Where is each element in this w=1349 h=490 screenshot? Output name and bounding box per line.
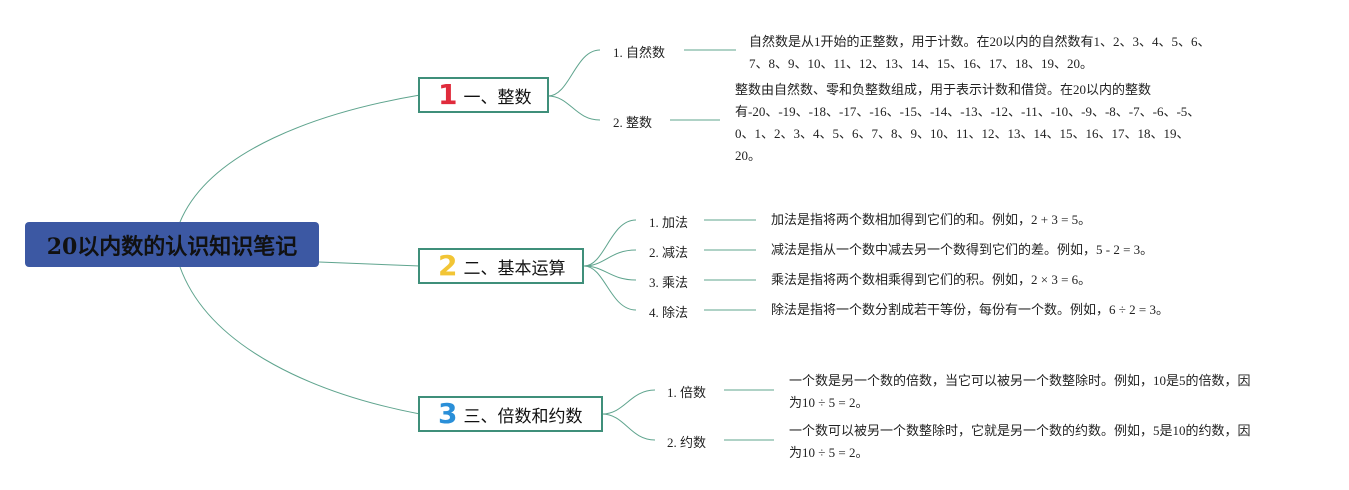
root-topic[interactable]: 20以内数的认识知识笔记 [25,222,319,267]
multiples-desc: 一个数是另一个数的倍数，当它可以被另一个数整除时。例如，10是5的倍数，因 为1… [789,373,1251,410]
divisors-desc: 一个数可以被另一个数整除时，它就是另一个数的约数。例如，5是10的约数，因 为1… [789,423,1251,460]
subtopic-multiplication[interactable]: 3. 乘法 [649,275,689,290]
subtraction-desc: 减法是指从一个数中减去另一个数得到它们的差。例如，5 - 2 = 3。 [771,242,1154,257]
subtopic-divisors[interactable]: 2. 约数 [667,435,707,450]
topic-multiples-divisors[interactable]: 3 三、倍数和约数 [418,396,603,432]
natural-numbers-desc: 自然数是从1开始的正整数，用于计数。在20以内的自然数有1、2、3、4、5、6、… [749,34,1211,71]
subtopic-natural-numbers[interactable]: 1. 自然数 [613,45,666,60]
topic-label: 二、基本运算 [463,258,566,279]
topic-integers[interactable]: 1 一、整数 [418,77,549,113]
subtopic-multiples[interactable]: 1. 倍数 [667,385,707,400]
topic-label: 一、整数 [463,87,532,108]
division-desc: 除法是指将一个数分割成若干等份，每份有一个数。例如，6 ÷ 2 = 3。 [771,302,1169,317]
subtopic-addition[interactable]: 1. 加法 [649,215,689,230]
root-title: 20以内数的认识知识笔记 [46,233,298,260]
number-three-icon: 3 [438,397,458,430]
number-two-icon: 2 [438,249,458,282]
topic-basic-operations[interactable]: 2 二、基本运算 [418,248,584,284]
multiplication-desc: 乘法是指将两个数相乘得到它们的积。例如，2 × 3 = 6。 [771,272,1092,287]
topic-label: 三、倍数和约数 [463,406,583,427]
subtopic-division[interactable]: 4. 除法 [649,305,689,320]
number-one-icon: 1 [438,78,458,111]
subtopic-integers[interactable]: 2. 整数 [613,115,653,130]
subtopic-subtraction[interactable]: 2. 减法 [649,245,689,260]
integers-desc: 整数由自然数、零和负整数组成，用于表示计数和借贷。在20以内的整数 有-20、-… [735,82,1201,163]
addition-desc: 加法是指将两个数相加得到它们的和。例如，2 + 3 = 5。 [771,212,1092,227]
